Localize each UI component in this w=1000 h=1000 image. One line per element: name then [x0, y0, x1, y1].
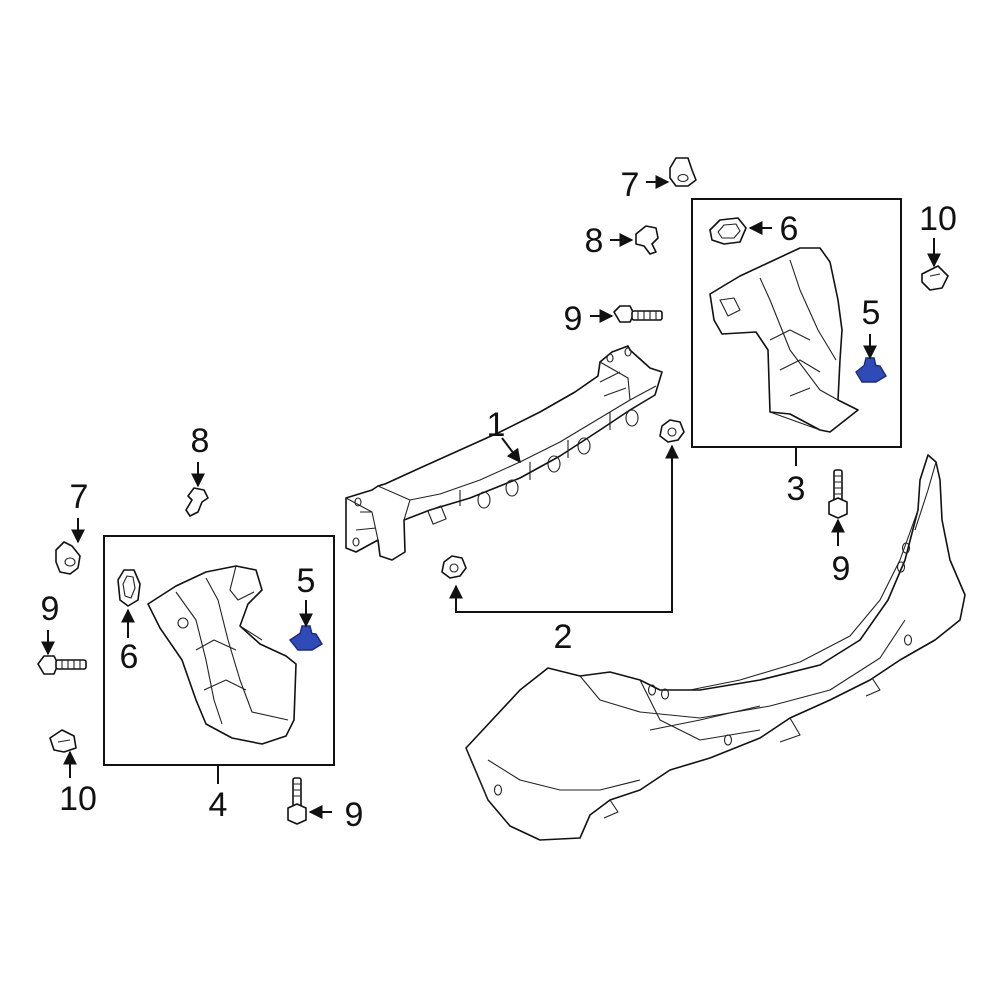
- pad-left: [117, 569, 141, 607]
- push-nut-top: [669, 157, 697, 187]
- callout-3: 3: [787, 470, 806, 508]
- callout-1: 1: [487, 406, 506, 444]
- callout-9-top: 9: [564, 300, 583, 338]
- callout-10-right: 10: [919, 200, 957, 238]
- rivet-top: [635, 225, 659, 255]
- clip-nut-left: [288, 625, 323, 651]
- callout-labels: 1 2 3 4 5 5 6 6 7 7 8 8 9 9 9 9 10 10: [41, 166, 957, 834]
- impact-bar-reinforcement: [345, 345, 663, 561]
- bolt-right: [828, 469, 848, 519]
- bolt-top: [613, 305, 663, 323]
- callout-7-top: 7: [621, 166, 640, 204]
- callout-8-left: 8: [191, 422, 210, 460]
- nut-left: [441, 555, 467, 579]
- bumper-cover: [465, 454, 966, 841]
- callout-9-right: 9: [832, 550, 851, 588]
- callout-5-left: 5: [297, 562, 316, 600]
- leader-lines: [41, 175, 941, 819]
- callout-2: 2: [554, 618, 573, 656]
- callout-7-left: 7: [70, 478, 89, 516]
- bolt-bottom: [287, 777, 307, 825]
- clip-left: [49, 729, 77, 753]
- push-nut-left: [55, 541, 81, 575]
- callout-9-bottom: 9: [345, 796, 364, 834]
- callout-4: 4: [209, 786, 228, 824]
- leader-1: [501, 437, 521, 464]
- clip-right: [921, 265, 949, 291]
- bolt-left: [37, 655, 87, 675]
- pad-right: [709, 217, 747, 245]
- callout-8-top: 8: [585, 222, 604, 260]
- clip-nut-right: [855, 357, 887, 383]
- callout-5-right: 5: [862, 294, 881, 332]
- leader-2: [449, 584, 562, 613]
- callout-6-right: 6: [780, 210, 799, 248]
- rivet-left: [185, 487, 209, 517]
- callout-10-left: 10: [59, 780, 97, 818]
- bracket-left: [147, 565, 297, 745]
- nut-right: [659, 419, 685, 443]
- callout-6-left: 6: [120, 638, 139, 676]
- callout-9-left: 9: [41, 590, 60, 628]
- bracket-right: [709, 247, 859, 433]
- leader-2b: [562, 444, 679, 613]
